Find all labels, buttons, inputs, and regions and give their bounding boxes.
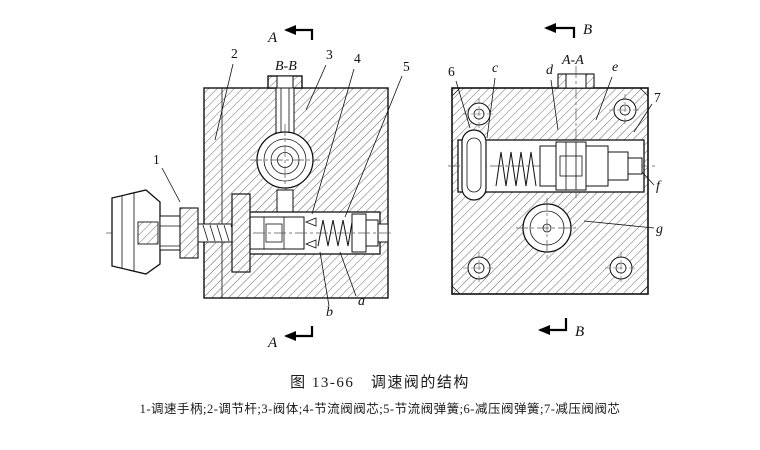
lock-nut xyxy=(179,207,199,259)
section-arrow-icon xyxy=(538,325,550,335)
figure-legend: 1-调速手柄;2-调节杆;3-阀体;4-节流阀阀芯;5-节流阀弹簧;6-减压阀弹… xyxy=(139,402,621,416)
part-label-a: a xyxy=(358,294,365,309)
part-label-d: d xyxy=(546,63,554,78)
part-label-e: e xyxy=(612,60,618,75)
throttle-spring xyxy=(317,219,353,247)
right-end-cap xyxy=(585,145,643,187)
bolt-holes xyxy=(463,94,641,284)
right-view-label: A-A xyxy=(561,53,584,68)
section-arrow-icon xyxy=(284,25,296,35)
part-label-1: 1 xyxy=(153,152,160,167)
reducer-spring xyxy=(495,151,537,187)
left-section-view xyxy=(106,75,392,299)
part-labels: 1 2 3 4 5 a b 6 c d e 7 f xyxy=(153,46,663,320)
section-arrow-icon xyxy=(544,23,556,33)
section-cut-marks: A A B B xyxy=(267,22,592,351)
part-label-c: c xyxy=(492,61,499,76)
reducer-spool xyxy=(539,141,587,191)
part-label-f: f xyxy=(656,179,662,194)
left-view-label: B-B xyxy=(275,59,297,74)
part-label-2: 2 xyxy=(231,46,238,61)
right-section-view xyxy=(448,66,656,295)
handle-knob xyxy=(111,189,161,275)
part-label-b: b xyxy=(326,305,333,320)
section-arrow-icon xyxy=(284,331,296,341)
part-label-5: 5 xyxy=(403,59,410,74)
section-mark-label-a-top: A xyxy=(267,30,278,46)
valve-structure-drawing: A A B B B-B A-A 1 2 3 4 xyxy=(106,22,663,351)
part-label-7: 7 xyxy=(654,90,661,105)
speed-handle-assembly xyxy=(106,189,392,275)
part-label-g: g xyxy=(656,222,663,237)
lower-port-circle xyxy=(516,198,578,258)
part-label-4: 4 xyxy=(354,51,361,66)
left-port-slot xyxy=(461,129,487,201)
part-label-6: 6 xyxy=(448,64,455,79)
mount-flange xyxy=(231,193,251,273)
section-mark-label-b-bottom: B xyxy=(575,324,584,340)
section-mark-label-a-bottom: A xyxy=(267,335,278,351)
figure-caption: 图 13-66 调速阀的结构 xyxy=(290,375,470,391)
part-label-3: 3 xyxy=(326,47,333,62)
section-mark-label-b-top: B xyxy=(583,22,592,38)
